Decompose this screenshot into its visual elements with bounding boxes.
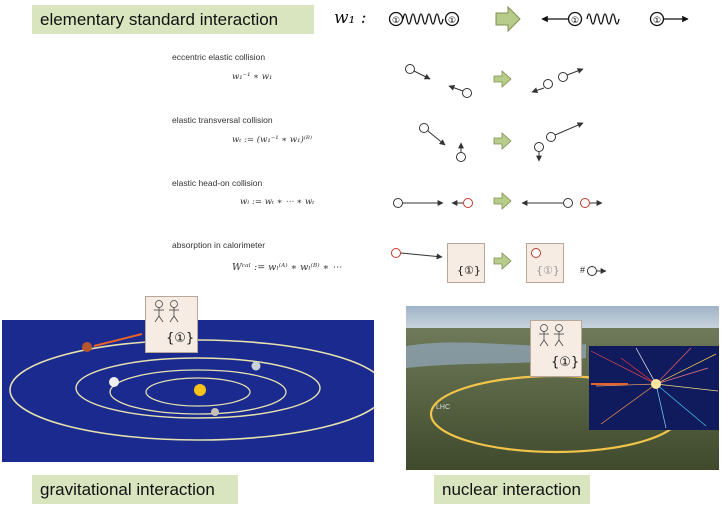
- nuclear-inset: {①}: [530, 320, 582, 377]
- green-arrow-icon: [493, 252, 512, 270]
- eccentric-collision-label: eccentric elastic collision: [172, 52, 266, 62]
- planet-grey-icon: [211, 408, 219, 416]
- interaction-figures-icon: [154, 300, 179, 323]
- calorimeter-set-faded: {①}: [536, 264, 560, 277]
- eccentric-before: [405, 64, 472, 98]
- title-text: elementary standard interaction: [40, 9, 279, 29]
- lhc-tag: LHC: [436, 404, 451, 411]
- calorimeter-box-before: {①}: [447, 243, 485, 283]
- green-arrow-icon: [493, 192, 512, 210]
- headon-collision-label: elastic head-on collision: [172, 178, 263, 188]
- particle-label: ①: [392, 16, 400, 26]
- calorimeter-box-after: {①}: [526, 243, 564, 283]
- interaction-diagrams: ① ① ① ①: [388, 5, 689, 276]
- headon-before: [393, 198, 473, 208]
- calorimeter-formula: Wᶜᵃˡ := wₗ⁽ᴬ⁾ ∗ wₗ⁽ᴮ⁾ ∗ ⋯: [232, 262, 342, 273]
- gravitational-label: gravitational interaction: [32, 475, 238, 504]
- green-arrow-icon: [493, 70, 512, 88]
- headon-collision-formula: wₗ := wₜ ∗ ⋯ ∗ wₜ: [240, 197, 315, 207]
- w1-symbol: w₁ :: [334, 8, 367, 28]
- header-free-pair: ① ①: [541, 11, 689, 27]
- transversal-before: [419, 123, 466, 162]
- calorimeter-label: absorption in calorimeter: [172, 240, 266, 250]
- nuclear-label: nuclear interaction: [434, 475, 590, 504]
- particle-label: ①: [448, 16, 456, 26]
- gravitational-inset: {①}: [145, 296, 198, 353]
- gravitational-panel: [2, 320, 374, 462]
- particle-label: ①: [571, 16, 579, 26]
- transversal-collision-formula: wₜ := (w₁⁻¹ ∗ w₁)⁽ᴮ⁾: [232, 135, 312, 145]
- interaction-figures-icon: [539, 324, 564, 347]
- solar-system-illustration: [2, 320, 374, 462]
- title-label: elementary standard interaction: [32, 5, 314, 34]
- escaping-particle: [587, 266, 607, 276]
- hash-mark: #: [580, 265, 586, 275]
- eccentric-collision-formula: w₁⁻¹ ∗ w₁: [232, 72, 273, 82]
- sun-icon: [194, 384, 206, 396]
- gravitational-set: {①}: [166, 331, 195, 346]
- absorbed-particle-icon: [531, 248, 541, 258]
- calorimeter-set: {①}: [457, 264, 481, 277]
- nuclear-set: {①}: [551, 355, 580, 370]
- planet-white-icon: [109, 377, 119, 387]
- gravitational-label-text: gravitational interaction: [40, 479, 215, 499]
- eccentric-after: [531, 68, 584, 94]
- absorption-before: [391, 248, 443, 260]
- nuclear-label-text: nuclear interaction: [442, 479, 581, 499]
- planet-mars-icon: [82, 342, 92, 352]
- transversal-collision-label: elastic transversal collision: [172, 115, 273, 125]
- headon-after: [521, 198, 603, 208]
- transversal-after: [534, 122, 584, 162]
- green-arrow-icon: [493, 132, 512, 150]
- planet-earth-icon: [251, 361, 261, 371]
- particle-label: ①: [653, 16, 661, 26]
- header-bound-pair: ① ①: [388, 11, 460, 27]
- green-arrow-icon: [495, 5, 521, 33]
